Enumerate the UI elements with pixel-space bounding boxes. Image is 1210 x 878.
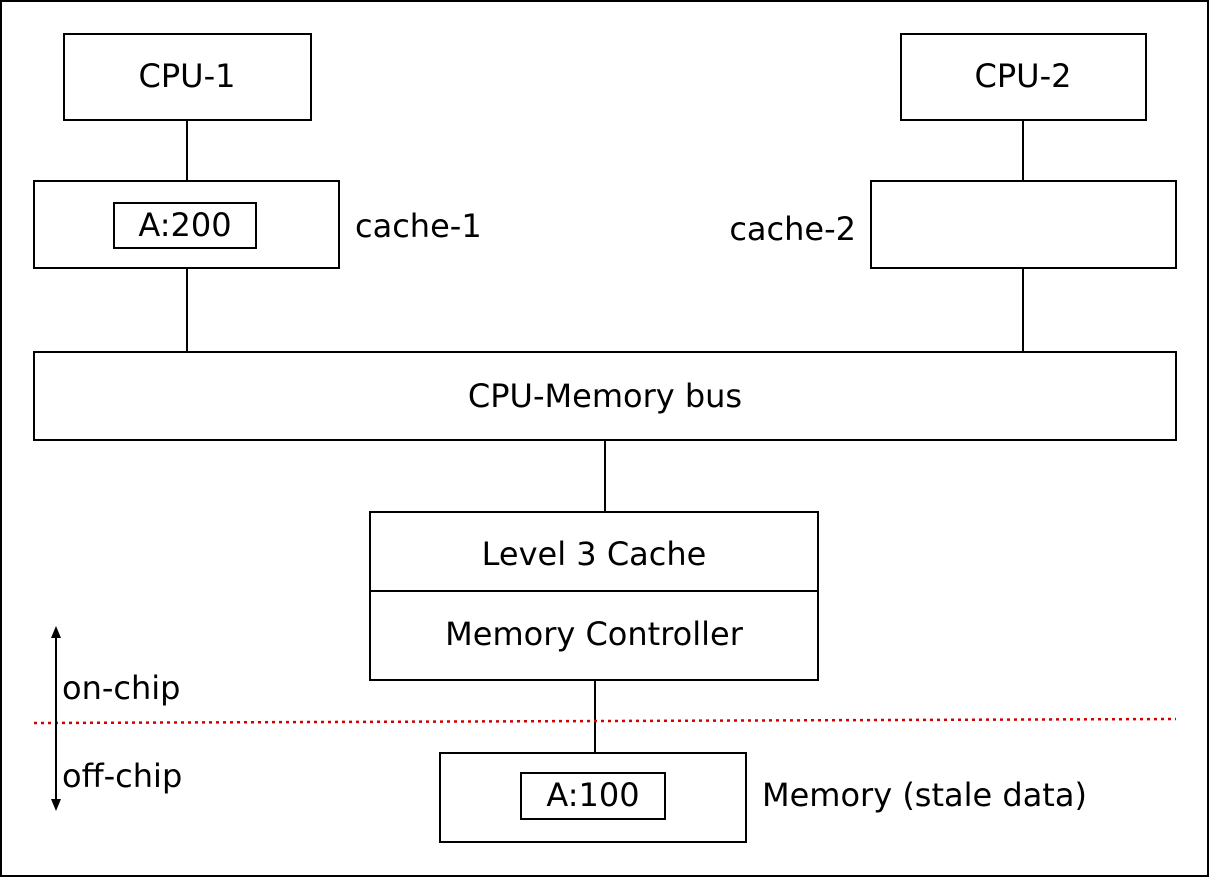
chip-boundary-arrow — [51, 626, 61, 811]
level-3-cache-label: Level 3 Cache — [482, 535, 707, 573]
cache-1-label: cache-1 — [355, 207, 482, 245]
memory-box: A:100 — [439, 752, 747, 843]
cache-1-entry-box — [113, 202, 257, 249]
cpu-2-box: CPU-2 — [900, 33, 1147, 121]
cache-2-box — [870, 180, 1177, 269]
cpu-2-label: CPU-2 — [975, 57, 1072, 95]
cpu-memory-bus-label: CPU-Memory bus — [468, 377, 742, 415]
memory-entry: A:100 — [546, 776, 639, 814]
cpu-1-box: CPU-1 — [63, 33, 312, 121]
on-chip-label: on-chip — [62, 669, 180, 707]
memory-label: Memory (stale data) — [762, 776, 1087, 814]
memory-entry-box — [520, 772, 666, 820]
cache-2-label: cache-2 — [729, 210, 856, 248]
cache-1-box: A:200 — [33, 180, 340, 269]
cpu-memory-bus-box: CPU-Memory bus — [33, 351, 1177, 441]
l3-memctrl-box: Level 3 Cache Memory Controller — [369, 511, 819, 681]
memory-controller-label: Memory Controller — [445, 615, 744, 653]
cache-1-entry: A:200 — [138, 206, 231, 244]
cpu-1-label: CPU-1 — [139, 57, 236, 95]
off-chip-label: off-chip — [62, 757, 182, 795]
chip-boundary-line — [33, 717, 1177, 725]
